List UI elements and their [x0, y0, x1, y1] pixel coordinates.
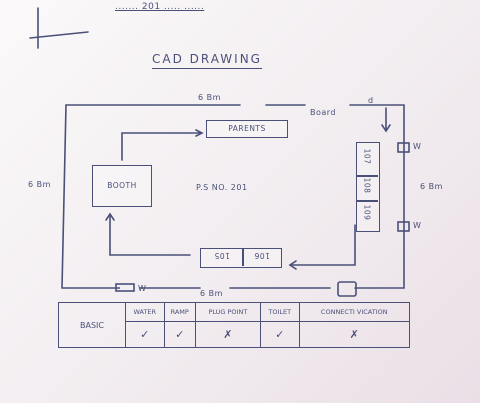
- room-stack-right: [356, 142, 380, 232]
- header-toilet: TOILET: [259, 302, 300, 322]
- room-109: 109: [362, 204, 372, 221]
- window-bottom: [115, 283, 135, 292]
- window-bottom-label: W: [138, 284, 147, 293]
- door-bottom: [337, 281, 357, 297]
- facilities-table: BASIC WATER RAMP PLUG POINT TOILET CONNE…: [58, 302, 411, 348]
- booth-label: BOOTH: [107, 181, 137, 190]
- header-water: WATER: [125, 302, 165, 322]
- board-label: Board: [310, 108, 337, 117]
- page-title: CAD DRAWING: [152, 52, 262, 69]
- dim-bottom: 6 Bm: [200, 289, 223, 298]
- door-arrow-head: [381, 124, 391, 133]
- room-divider: [356, 175, 378, 177]
- dim-top: 6 Bm: [198, 93, 221, 102]
- room-outline: [62, 104, 405, 289]
- mark-connectivity: ✗: [298, 321, 411, 348]
- room-pair-bottom: [200, 248, 282, 268]
- dim-left: 6 Bm: [28, 180, 51, 189]
- mark-plug-point: ✗: [194, 321, 261, 348]
- ps-number: P.S NO. 201: [196, 183, 248, 192]
- room-107: 107: [362, 148, 372, 165]
- mark-ramp: ✓: [163, 321, 196, 348]
- margin-line: [29, 31, 89, 39]
- room-divider: [356, 200, 378, 202]
- parents-label: PARENTS: [228, 124, 266, 133]
- facilities-row-label: BASIC: [58, 302, 126, 348]
- dim-right: 6 Bm: [420, 182, 443, 191]
- header-plug-point: PLUG POINT: [194, 302, 261, 322]
- room-divider: [242, 248, 244, 266]
- window-right-bottom: [397, 221, 410, 232]
- parents-box: PARENTS: [206, 120, 288, 138]
- mark-toilet: ✓: [259, 321, 300, 348]
- left-wall: [61, 104, 67, 289]
- header-ramp: RAMP: [163, 302, 196, 322]
- board-sub-label: d: [368, 96, 374, 105]
- flow-arrow-right: [289, 224, 356, 266]
- mark-water: ✓: [125, 321, 165, 348]
- booth-box: BOOTH: [92, 165, 152, 207]
- room-108: 108: [362, 177, 372, 194]
- flow-arrow-top: [121, 132, 201, 161]
- window-right-top-label: W: [413, 142, 422, 151]
- header-scribble: ....... 201 ..... ......: [115, 2, 205, 12]
- window-right-top: [397, 142, 410, 153]
- header-connectivity: CONNECTI VICATION: [298, 302, 411, 322]
- flow-arrow-left: [109, 214, 191, 256]
- window-right-bottom-label: W: [413, 221, 422, 230]
- room-106: 106: [254, 251, 270, 260]
- room-105: 105: [214, 251, 230, 260]
